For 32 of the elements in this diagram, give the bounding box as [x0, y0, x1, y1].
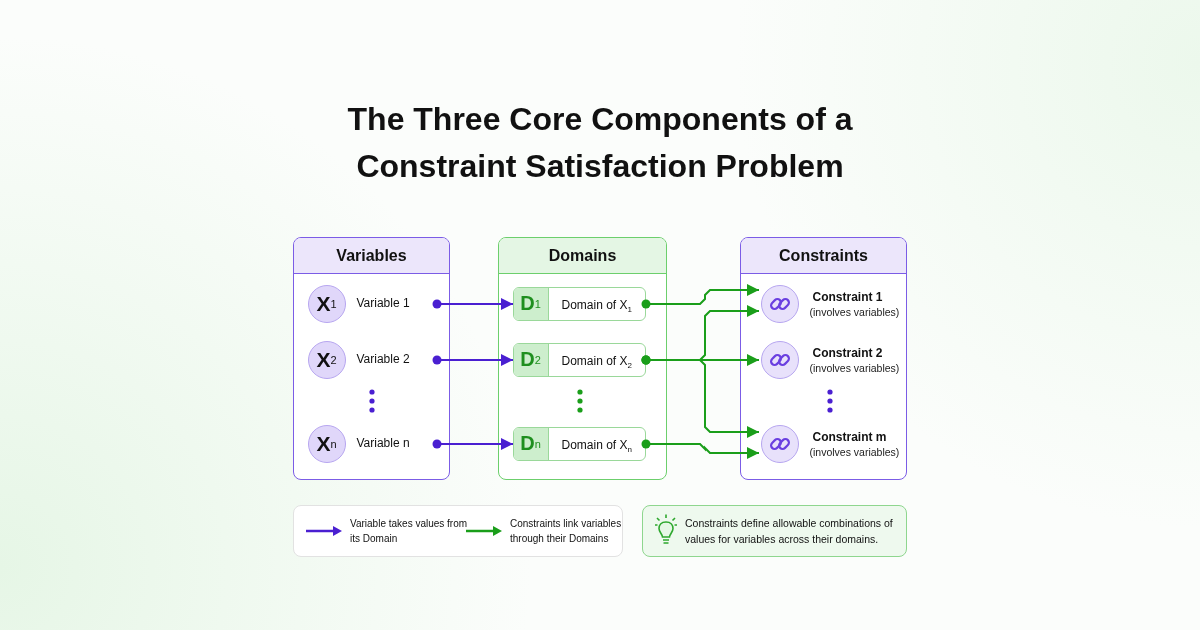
connector-arrow — [432, 298, 514, 310]
variable-label: Variable 2 — [356, 351, 410, 366]
connector-arrow — [641, 439, 760, 459]
panel-header: Domains — [499, 238, 666, 274]
note-box — [642, 505, 907, 557]
panel — [293, 237, 450, 480]
constraint-title: Constraint 1 — [812, 289, 883, 304]
panel-header: Variables — [294, 238, 449, 274]
variable-label: Variable 1 — [356, 295, 410, 310]
domain-box — [512, 286, 646, 321]
constraint-title: Constraint m — [812, 429, 887, 444]
panel-header: Constraints — [741, 238, 906, 274]
domain-label: Domain of X$_{1}$ — [561, 297, 632, 314]
variable-label: Variable n — [356, 435, 410, 450]
note-text: Constraints define allowable combinations of values for variables across their domains. — [685, 516, 894, 547]
constraint-title: Constraint 2 — [812, 345, 883, 360]
legend-text: Variable takes values from its Domain — [350, 517, 468, 546]
domain-box — [512, 342, 646, 377]
panel — [498, 237, 667, 480]
panel — [740, 237, 907, 480]
legend-text: Constraints link variables through their Domains — [510, 517, 623, 546]
title: The Three Core Components of a Constraint Satisfaction Problem — [346, 100, 854, 186]
domain-box — [512, 426, 646, 461]
connector-arrow — [641, 355, 760, 438]
constraint-note: (involves variables) — [809, 305, 900, 318]
connector-arrow — [432, 438, 514, 450]
connector-arrow — [641, 284, 760, 309]
domain-label: Domain of X$_{2}$ — [561, 353, 632, 370]
connector-arrow — [432, 354, 514, 366]
constraint-note: (involves variables) — [809, 445, 900, 458]
constraint-note: (involves variables) — [809, 361, 900, 374]
domain-label: Domain of X$_{n}$ — [561, 437, 632, 454]
